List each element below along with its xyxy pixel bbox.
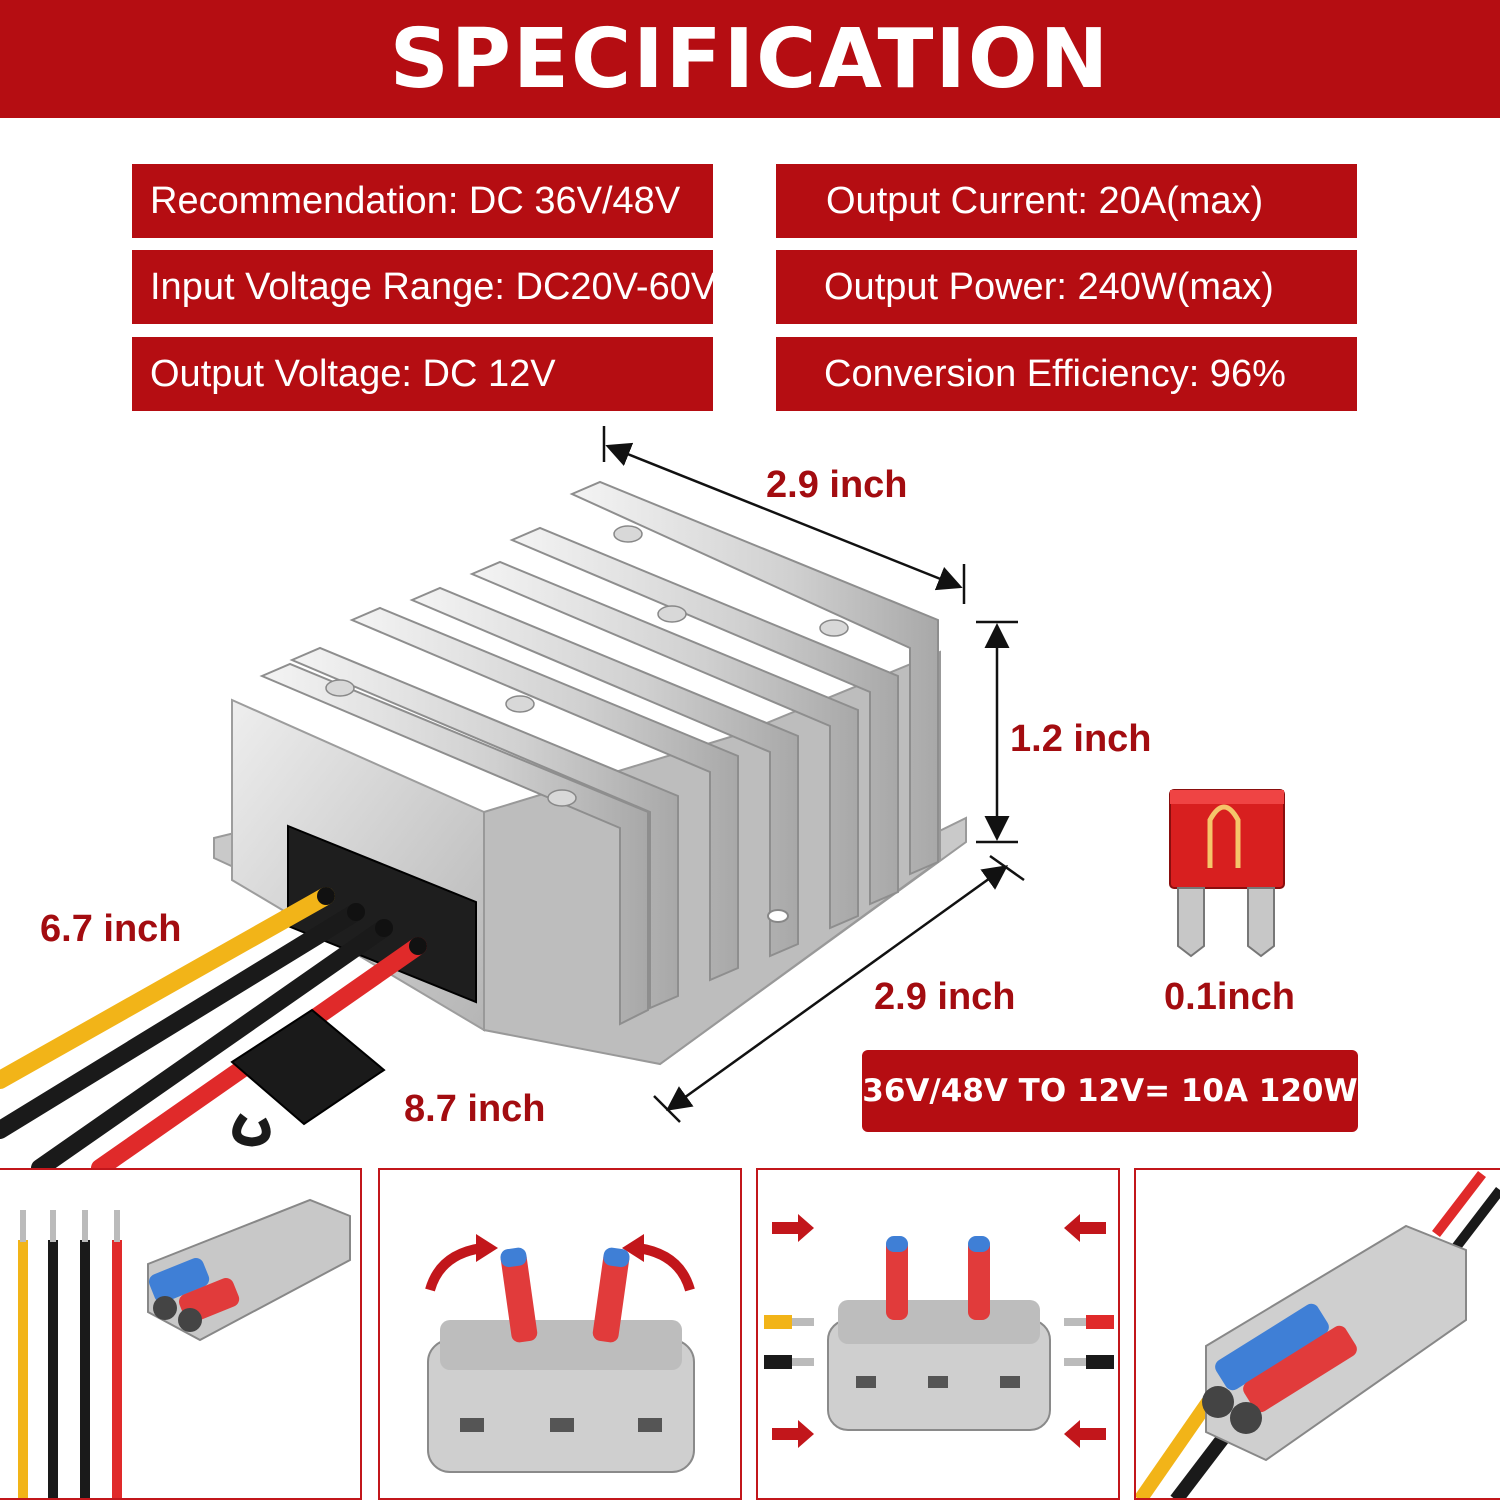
lever-arrow-icon (425, 1243, 483, 1292)
length-dimension-label: 2.9 inch (766, 464, 908, 506)
page-title: SPECIFICATION (0, 0, 1500, 118)
spec-output-power: Output Power: 240W(max) (776, 250, 1357, 324)
insert-arrow-icon (772, 1214, 1106, 1448)
mini-blade-fuse (1169, 789, 1285, 958)
fuse-pin-width-label: 0.1inch (1164, 976, 1295, 1018)
lever-wire-connector-icon (827, 1236, 1051, 1431)
output-wires (0, 887, 427, 1177)
lever-arrow-icon (637, 1243, 695, 1292)
dimension-lines (602, 426, 1025, 1123)
stripped-wires-icon (18, 1210, 122, 1498)
lever-wire-connector-icon (147, 1198, 351, 1342)
red-wire-length-label: 8.7 inch (404, 1088, 546, 1130)
connector-panel-3 (756, 1168, 1120, 1500)
spec-conversion-efficiency: Conversion Efficiency: 96% (776, 337, 1357, 411)
spec-output-current: Output Current: 20A(max) (776, 164, 1357, 238)
width-dimension-label: 2.9 inch (874, 976, 1016, 1018)
lever-wire-connector-icon (427, 1247, 695, 1473)
spec-output-voltage: Output Voltage: DC 12V (132, 337, 713, 411)
yellow-wire-length-label: 6.7 inch (40, 908, 182, 950)
lever-wire-connector-icon (1202, 1224, 1467, 1462)
spec-recommendation: Recommendation: DC 36V/48V (132, 164, 713, 238)
conversion-summary-badge: 36V/48V TO 12V= 10A 120W (862, 1050, 1358, 1132)
height-dimension-label: 1.2 inch (1010, 718, 1152, 760)
connector-panel-1 (0, 1168, 362, 1500)
inline-fuse-holder (230, 1008, 386, 1147)
connector-panel-4 (1134, 1168, 1500, 1500)
spec-input-voltage-range: Input Voltage Range: DC20V-60V (132, 250, 716, 324)
connector-panel-2 (378, 1168, 742, 1500)
